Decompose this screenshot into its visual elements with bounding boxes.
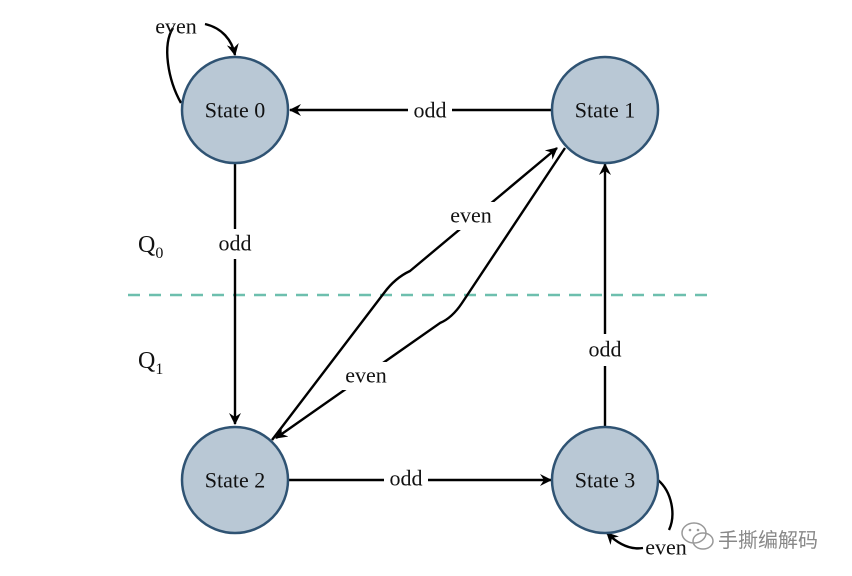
svg-text:even: even [345,363,387,388]
edge-s0-s0-head [204,22,239,56]
edge-s2-s1 [271,147,558,441]
edge-s1-s2 [275,147,566,439]
state-2: State 2 [180,425,290,535]
state-3: State 3 [550,425,660,535]
svg-text:State 1: State 1 [575,98,636,123]
svg-text:odd: odd [390,466,423,491]
region-label-q0: Q0 [138,232,163,262]
state-0: State 0 [180,55,290,165]
svg-text:odd: odd [589,337,622,362]
edge-s3-s3-head [606,532,644,550]
edge-s0-s0 [166,27,183,104]
edge-label-s3-s3: even [645,535,687,560]
wechat-icon [681,522,714,550]
watermark-text: 手撕编解码 [718,528,818,552]
edge-label-s2-s1: even [444,202,498,230]
svg-text:State 3: State 3 [575,468,636,493]
svg-text:odd: odd [219,231,252,256]
state-1: State 1 [550,55,660,165]
svg-text:even: even [155,14,197,39]
edge-label-s3-s1: odd [583,334,627,366]
edge-label-s1-s2: even [338,362,392,390]
edge-label-s2-s3: odd [384,466,428,492]
svg-text:State 2: State 2 [205,468,266,493]
watermark: 手撕编解码 [681,522,818,552]
region-label-q1: Q1 [138,348,163,378]
svg-text:State 0: State 0 [205,98,266,123]
edge-label-s0-s0: even [155,14,197,39]
svg-text:even: even [450,203,492,228]
svg-text:even: even [645,535,687,560]
edge-s3-s3 [657,479,674,531]
svg-text:odd: odd [414,98,447,123]
edge-label-s0-s2: odd [213,229,257,259]
edge-label-s1-s0: odd [408,98,452,123]
